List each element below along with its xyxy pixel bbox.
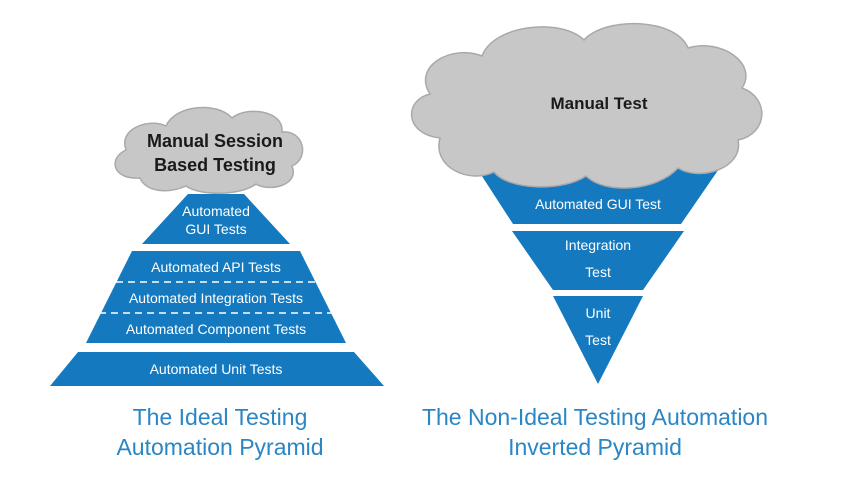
ideal-tier-unit: [50, 352, 384, 386]
inverted-tier-unit-label-line-2: Test: [585, 332, 611, 348]
ideal-pyramid-caption: The Ideal Testing Automation Pyramid: [60, 402, 380, 462]
inverted-pyramid-caption: The Non-Ideal Testing Automation Inverte…: [395, 402, 795, 462]
ideal-tier-component-label: Automated Component Tests: [126, 321, 306, 337]
ideal-tier-integration-label: Automated Integration Tests: [129, 290, 303, 306]
ideal-tier-middle-block: [86, 251, 346, 343]
ideal-caption-line-1: The Ideal Testing: [132, 404, 308, 430]
inverted-pyramid: Automated GUI Test Integration Test Unit…: [411, 22, 763, 384]
inverted-tier-integration: [512, 231, 684, 290]
ideal-tier-api-label: Automated API Tests: [151, 259, 281, 275]
ideal-caption-line-2: Automation Pyramid: [116, 434, 324, 460]
inverted-tier-gui-label: Automated GUI Test: [535, 196, 661, 212]
ideal-cloud-label-line-2: Based Testing: [154, 155, 276, 175]
ideal-tier-gui-label-line-2: GUI Tests: [185, 221, 246, 237]
inverted-tier-integration-label-line-2: Test: [585, 264, 611, 280]
inverted-caption-line-2: Inverted Pyramid: [508, 434, 682, 460]
inverted-tier-unit-label-line-1: Unit: [586, 305, 611, 321]
ideal-cloud-label-line-1: Manual Session: [147, 131, 283, 151]
inverted-tier-unit: [553, 296, 643, 384]
ideal-tier-gui: [142, 194, 290, 244]
ideal-cloud: [114, 106, 304, 194]
ideal-tier-gui-label-line-1: Automated: [182, 203, 250, 219]
inverted-cloud-label: Manual Test: [551, 94, 648, 113]
ideal-pyramid: Manual Session Based Testing Automated G…: [50, 106, 384, 386]
ideal-tier-unit-label: Automated Unit Tests: [150, 361, 283, 377]
inverted-caption-line-1: The Non-Ideal Testing Automation: [421, 404, 769, 430]
inverted-cloud: [411, 22, 763, 189]
inverted-tier-integration-label-line-1: Integration: [565, 237, 631, 253]
